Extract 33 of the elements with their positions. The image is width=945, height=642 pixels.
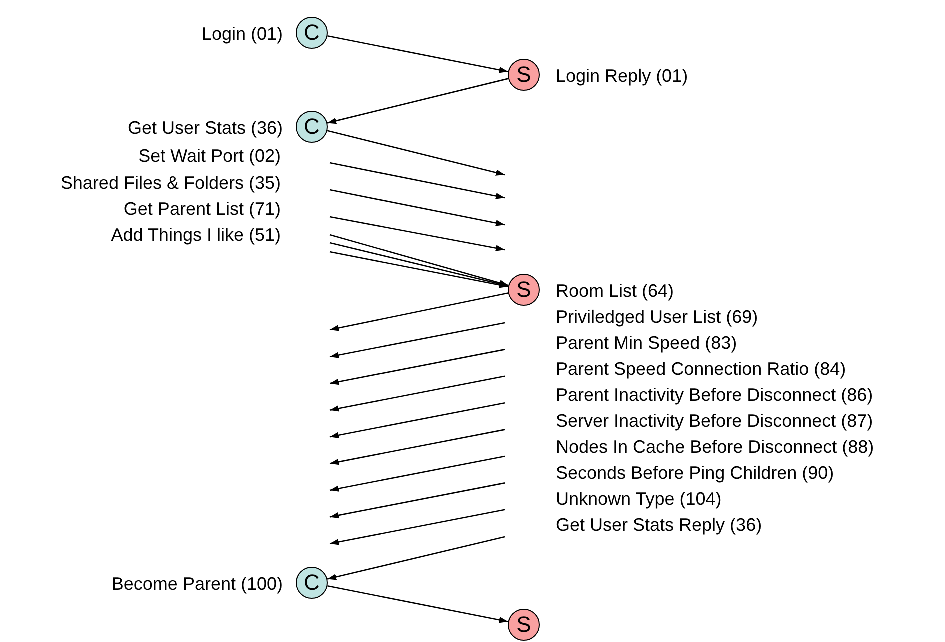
message-label: Parent Speed Connection Ratio (84): [556, 358, 846, 380]
message-label: Seconds Before Ping Children (90): [556, 462, 834, 484]
message-label: Shared Files & Folders (35): [60, 172, 281, 194]
message-label: Room List (64): [556, 280, 674, 302]
message-arrow: [328, 585, 508, 624]
message-arrow: [330, 251, 508, 288]
endpoint-circle: C: [296, 111, 328, 143]
message-label: Get User Stats (36): [128, 117, 283, 139]
message-label: Priviledged User List (69): [556, 306, 758, 328]
message-label: Server Inactivity Before Disconnect (87): [556, 410, 874, 432]
message-arrow: [330, 242, 509, 288]
message-arrow: [330, 292, 508, 332]
message-arrow: [327, 130, 506, 176]
message-label: Unknown Type (104): [556, 488, 722, 510]
message-label: Add Things I like (51): [111, 224, 281, 246]
message-label: Login Reply (01): [556, 65, 688, 87]
endpoint-circle: C: [296, 567, 328, 599]
message-arrow: [330, 234, 509, 286]
message-label: Get User Stats Reply (36): [556, 514, 762, 536]
endpoint-circle: S: [508, 609, 540, 641]
message-label: Parent Inactivity Before Disconnect (86): [556, 384, 874, 406]
message-label: Get Parent List (71): [124, 198, 281, 220]
message-label: Login (01): [202, 23, 283, 45]
message-label: Nodes In Cache Before Disconnect (88): [556, 436, 874, 458]
endpoint-circle: S: [508, 59, 540, 91]
message-arrow: [327, 536, 506, 580]
message-label: Set Wait Port (02): [138, 145, 281, 167]
message-arrow: [327, 78, 509, 124]
message-arrow: [328, 35, 508, 74]
endpoint-circle: C: [296, 17, 328, 49]
message-label: Parent Min Speed (83): [556, 332, 738, 354]
endpoint-circle: S: [508, 274, 540, 306]
message-label: Become Parent (100): [112, 573, 283, 595]
